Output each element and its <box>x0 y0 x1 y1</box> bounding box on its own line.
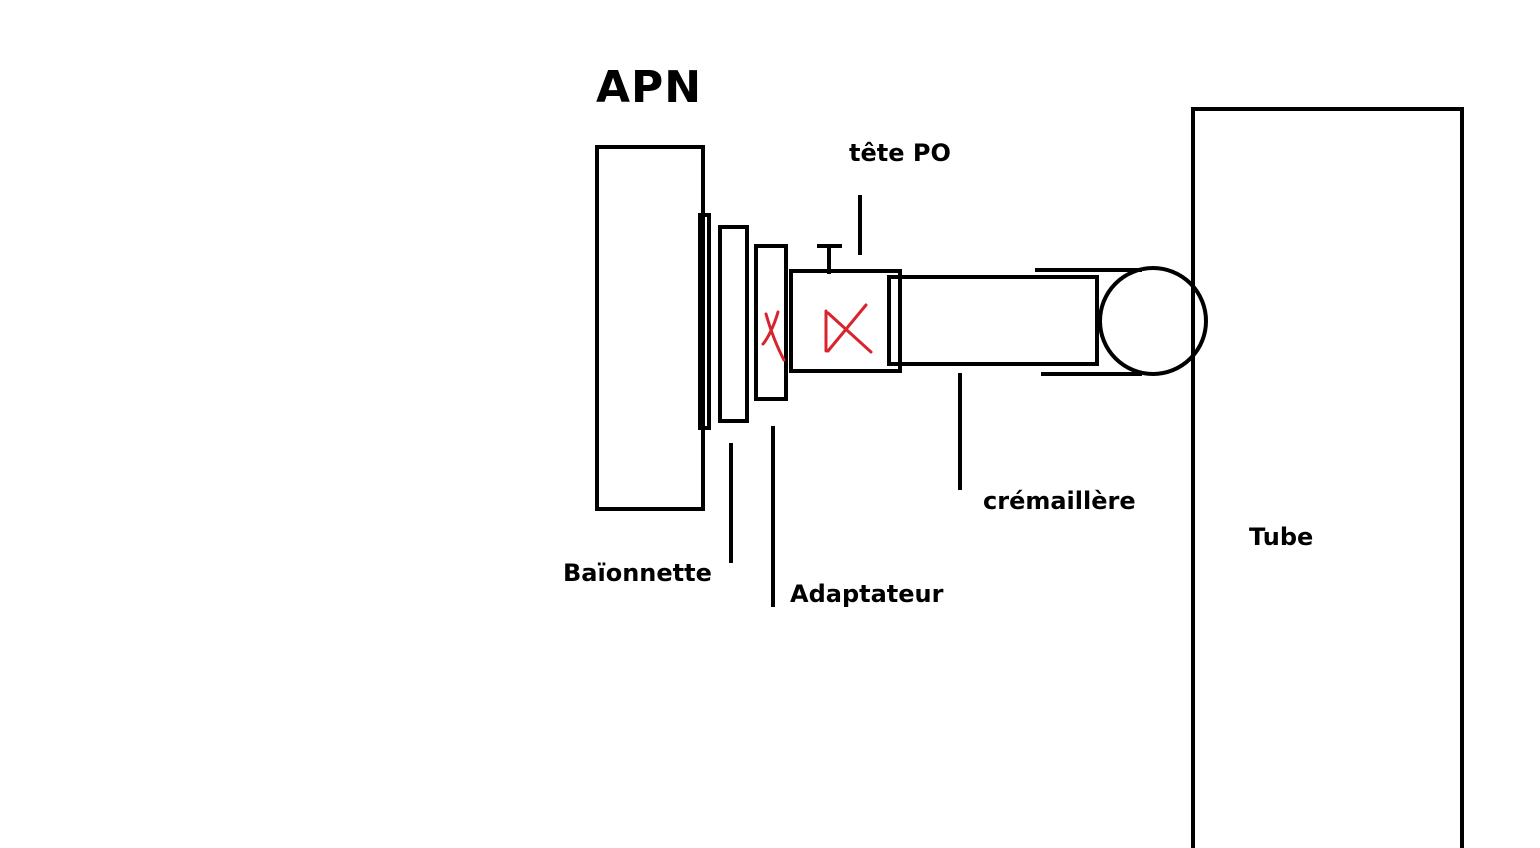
red-mark-head <box>824 303 873 354</box>
adapter <box>754 244 788 401</box>
eyepiece-head <box>789 269 902 373</box>
camera-body <box>595 145 705 511</box>
telescope-tube <box>1191 107 1464 848</box>
label-cremaillere: crémaillère <box>983 487 1136 515</box>
label-tete-po: tête PO <box>849 139 951 167</box>
label-tube: Tube <box>1249 523 1314 551</box>
bayonet-ring <box>698 213 711 430</box>
focuser-wheel <box>1098 266 1208 376</box>
label-apn: APN <box>596 62 703 113</box>
label-baionnette: Baïonnette <box>563 559 712 587</box>
spacer-ring <box>718 225 749 423</box>
focuser-drawtube <box>887 275 1099 366</box>
label-adaptateur: Adaptateur <box>790 580 944 608</box>
red-mark-adapter <box>761 310 786 362</box>
